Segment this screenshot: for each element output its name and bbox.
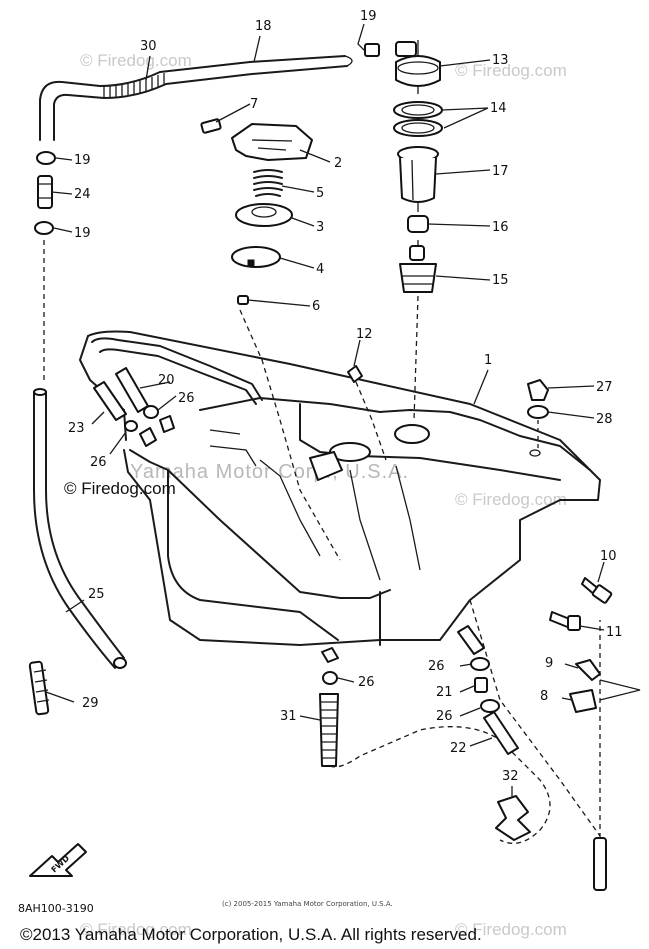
watermark-tile: © Firedog.com xyxy=(80,51,192,70)
o-rings-14 xyxy=(393,101,443,137)
callout-2: 2 xyxy=(334,156,342,171)
callout-14: 14 xyxy=(490,101,507,116)
corrugated-hose-30 xyxy=(103,73,165,99)
callout-26: 26 xyxy=(428,659,445,674)
callout-7: 7 xyxy=(250,97,258,112)
firedog-mark: © Firedog.com xyxy=(64,479,176,498)
cap-2 xyxy=(231,123,313,161)
callout-28: 28 xyxy=(596,412,613,427)
clip-9 xyxy=(575,659,601,681)
fuel-tank-1 xyxy=(79,330,601,646)
clip-6 xyxy=(237,295,249,305)
clip-26-e xyxy=(470,657,490,671)
joint-pipe-24 xyxy=(37,175,53,209)
watermark-tile: © Firedog.com xyxy=(455,61,567,80)
filter-15 xyxy=(399,245,437,293)
callout-16: 16 xyxy=(492,220,509,235)
callout-20: 20 xyxy=(158,373,175,388)
callout-27: 27 xyxy=(596,380,613,395)
callout-23: 23 xyxy=(68,421,85,436)
bottom-parts xyxy=(239,309,607,891)
clip-12 xyxy=(347,365,387,461)
clip-26-f xyxy=(480,699,500,713)
callout-29: 29 xyxy=(82,696,99,711)
callout-labels: 19 18 30 13 14 7 2 17 5 3 16 4 15 6 12 1… xyxy=(68,9,623,784)
callout-24: 24 xyxy=(74,187,91,202)
corrugated-hose-31 xyxy=(319,693,339,767)
watermark-tile: © Firedog.com xyxy=(455,920,567,939)
left-column-parts xyxy=(28,151,127,716)
callout-21: 21 xyxy=(436,685,453,700)
callout-22: 22 xyxy=(450,741,467,756)
callout-13: 13 xyxy=(492,53,509,68)
hose-clip-19-a xyxy=(36,151,56,165)
callout-26: 26 xyxy=(436,709,453,724)
callout-26: 26 xyxy=(358,675,375,690)
forward-arrow-icon: FWD xyxy=(29,843,87,877)
clip-26-b xyxy=(143,405,159,419)
bolt-10 xyxy=(581,577,613,604)
tube-end xyxy=(593,837,607,891)
callout-10: 10 xyxy=(600,549,617,564)
callout-17: 17 xyxy=(492,164,509,179)
callout-26: 26 xyxy=(178,391,195,406)
callout-12: 12 xyxy=(356,327,373,342)
clip-26-a xyxy=(124,420,138,432)
hose-22 xyxy=(483,711,519,755)
pin-7 xyxy=(200,118,222,134)
watermark-tile: © Firedog.com xyxy=(80,920,192,939)
fuel-pickup-assembly xyxy=(393,40,443,421)
callout-1: 1 xyxy=(484,353,492,368)
callout-4: 4 xyxy=(316,262,324,277)
hose-23 xyxy=(93,381,127,421)
tank-left-fittings xyxy=(93,367,175,447)
callout-32: 32 xyxy=(502,769,519,784)
callout-9: 9 xyxy=(545,656,553,671)
callout-18: 18 xyxy=(255,19,272,34)
clip-16 xyxy=(407,215,429,233)
cap-13 xyxy=(395,41,441,87)
callout-5: 5 xyxy=(316,186,324,201)
callout-30: 30 xyxy=(140,39,157,54)
callout-26: 26 xyxy=(90,455,107,470)
callout-11: 11 xyxy=(606,625,623,640)
hose-clip-19-top xyxy=(364,43,380,57)
callout-19: 19 xyxy=(360,9,377,24)
footer-copyright: ©2013 Yamaha Motor Corporation, U.S.A. A… xyxy=(20,925,482,944)
callout-19: 19 xyxy=(74,226,91,241)
damper-8 xyxy=(569,689,597,713)
nut-27 xyxy=(527,379,549,401)
right-side-parts xyxy=(527,379,641,713)
callout-25: 25 xyxy=(88,587,105,602)
callout-6: 6 xyxy=(312,299,320,314)
callout-8: 8 xyxy=(540,689,548,704)
small-copyright: (c) 2005-2015 Yamaha Motor Corporation, … xyxy=(222,900,393,908)
spring-5 xyxy=(253,169,283,197)
watermark-tile: © Firedog.com xyxy=(455,490,567,509)
clip-26-d xyxy=(322,671,338,685)
callout-19: 19 xyxy=(74,153,91,168)
callout-31: 31 xyxy=(280,709,297,724)
leader-lines xyxy=(45,23,605,798)
hose-clip-19-b xyxy=(34,221,54,235)
callout-3: 3 xyxy=(316,220,324,235)
vent-hose-assembly xyxy=(39,43,380,141)
diagram-code: 8AH100-3190 xyxy=(18,902,94,915)
clip-32 xyxy=(495,795,531,841)
strap-29 xyxy=(28,660,50,716)
callout-15: 15 xyxy=(492,273,509,288)
plate-4 xyxy=(231,246,281,268)
filler-neck xyxy=(394,424,430,444)
fuel-cap-assembly xyxy=(200,118,313,305)
clip-26-c xyxy=(321,647,339,663)
sleeve-17 xyxy=(397,146,439,203)
washer-28 xyxy=(527,405,549,419)
gasket-3 xyxy=(235,203,293,227)
bolt-11 xyxy=(549,611,581,631)
joint-21 xyxy=(474,677,488,693)
